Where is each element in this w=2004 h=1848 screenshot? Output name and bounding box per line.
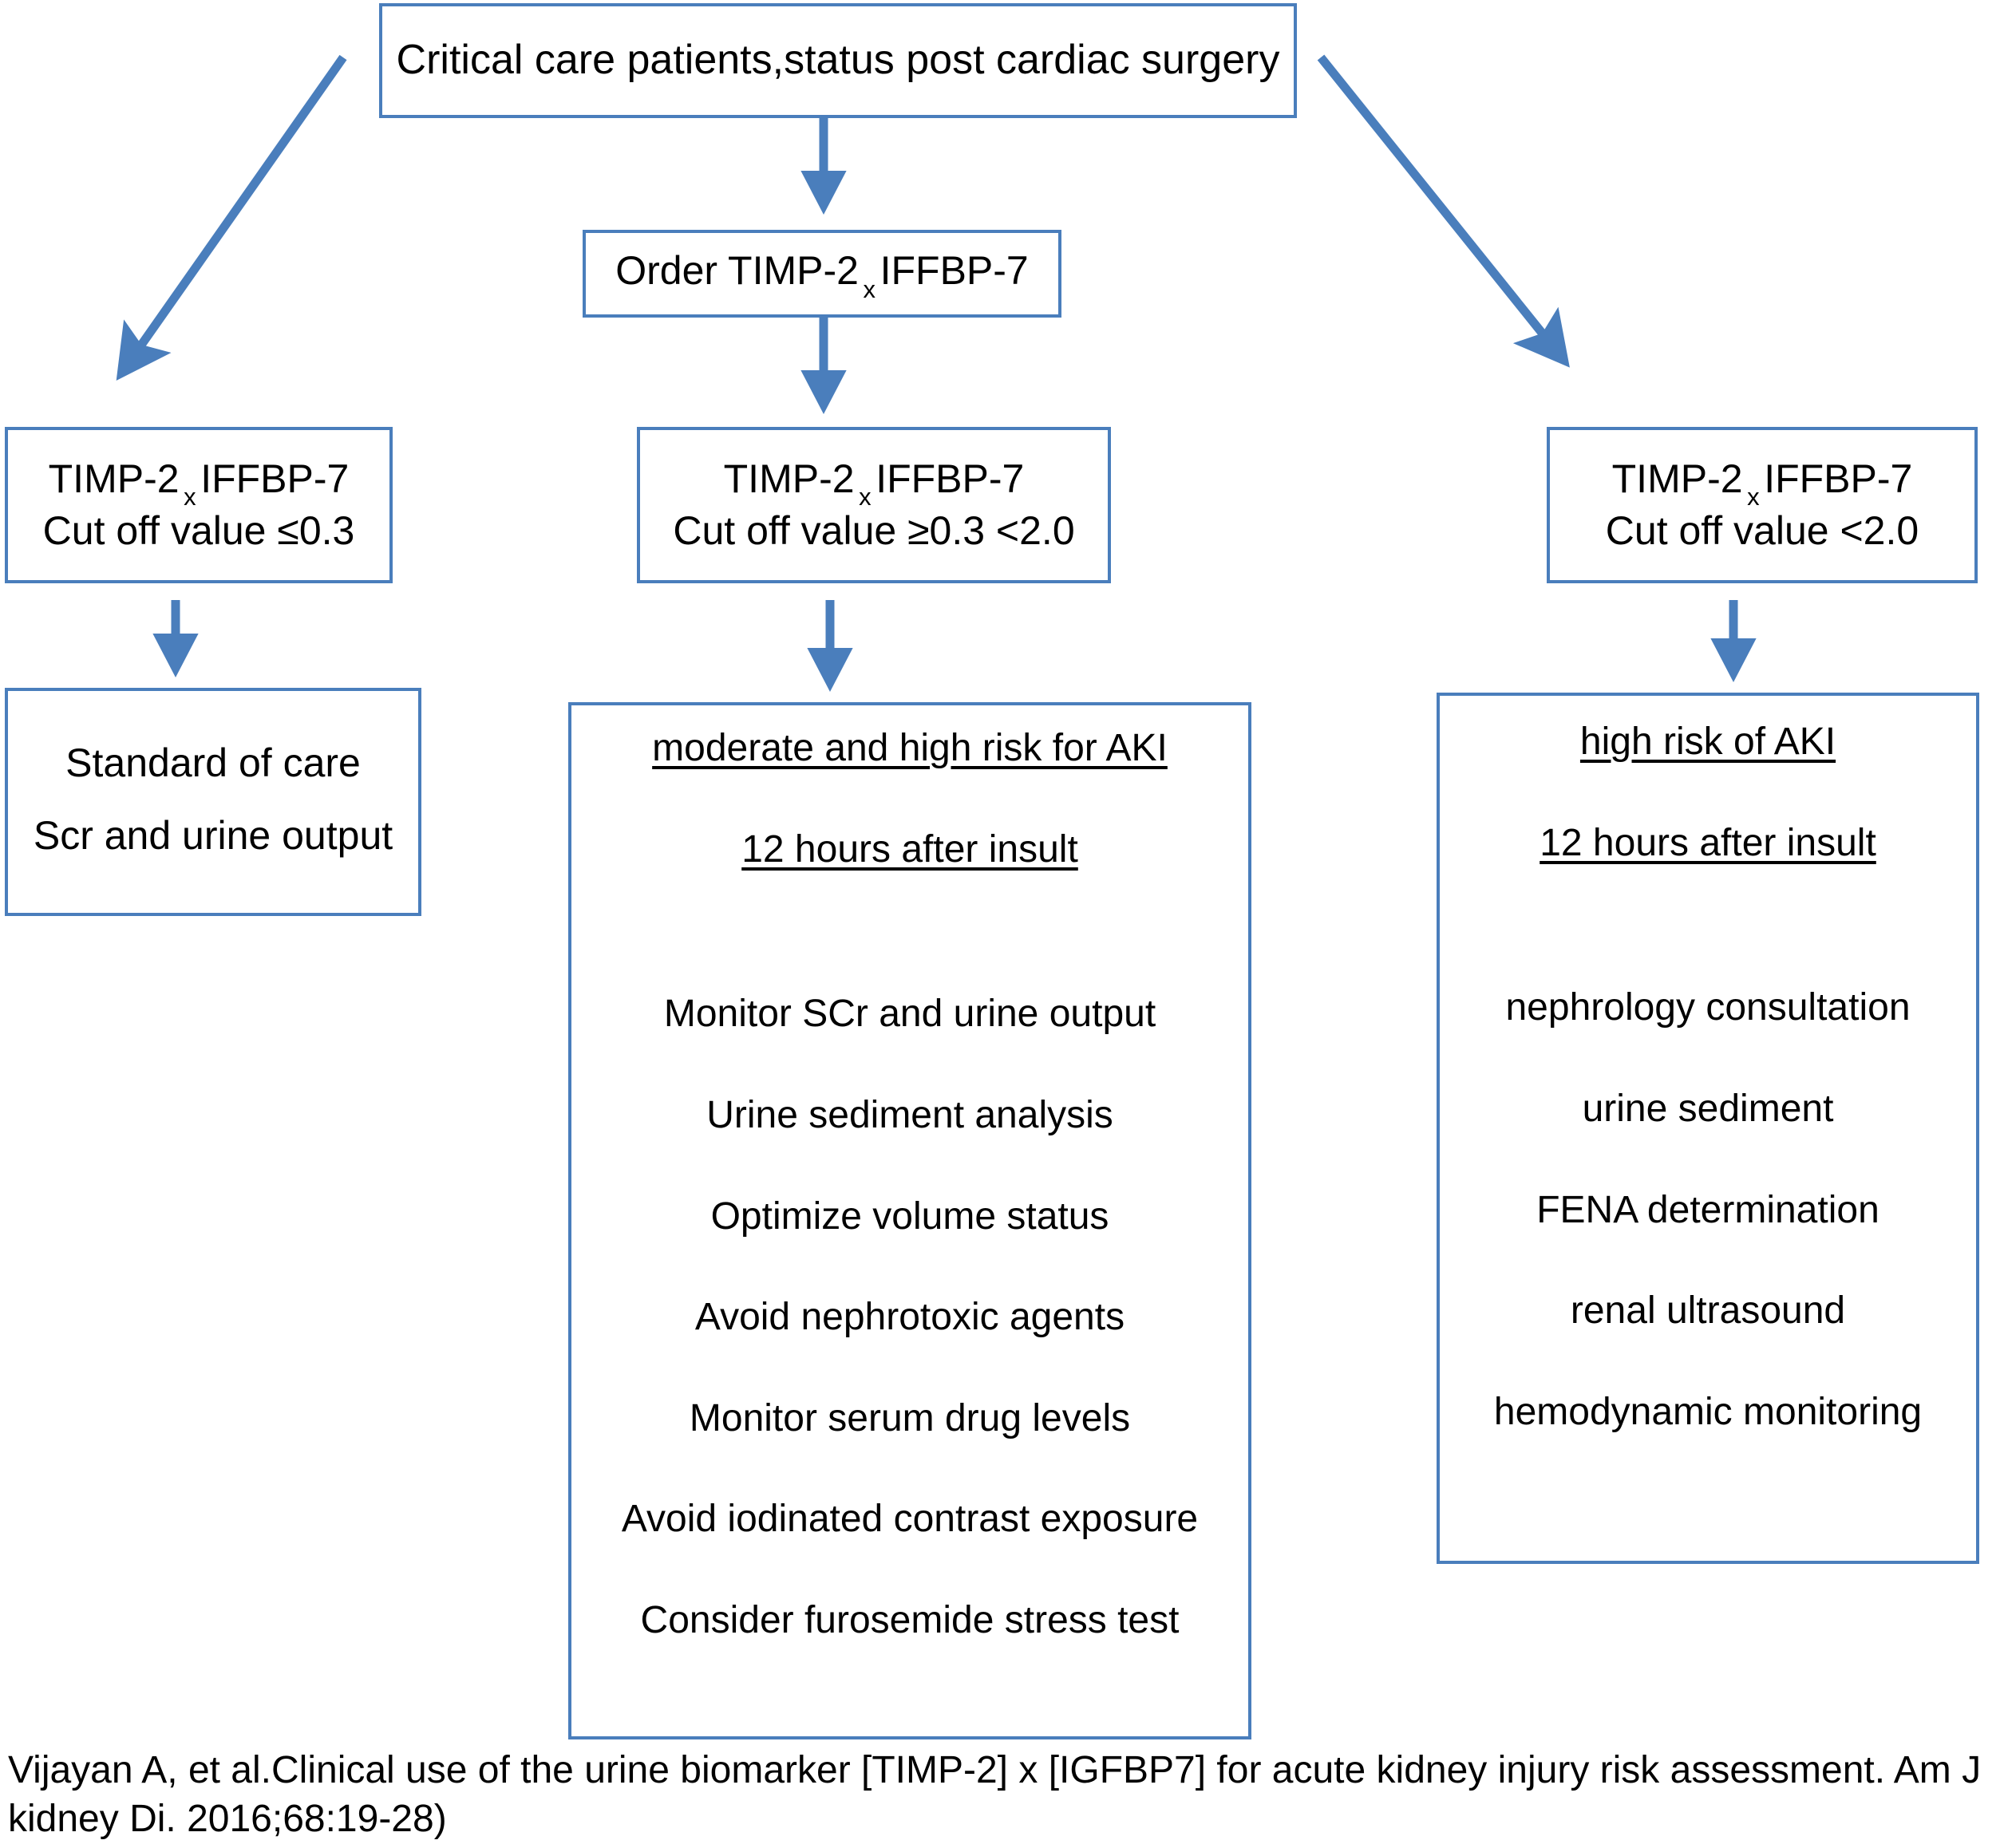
scr-urine-output-label: Scr and urine output [33, 813, 393, 859]
node-mid-cutoff: Cut off value ≥0.3 <2.0 [673, 508, 1075, 554]
high-actions-header: high risk of AKI [1579, 721, 1836, 763]
edge-root-to-low [116, 54, 347, 381]
list-item: renal ultrasound [1570, 1289, 1846, 1333]
list-item: Monitor serum drug levels [689, 1396, 1131, 1439]
node-moderate-high-risk-actions[interactable]: moderate and high risk for AKI 12 hours … [568, 702, 1251, 1739]
high-actions-timing: 12 hours after insult [1540, 821, 1876, 864]
mid-actions-timing: 12 hours after insult [741, 827, 1078, 871]
list-item: Avoid iodinated contrast exposure [621, 1498, 1199, 1541]
node-root-label: Critical care patients,status post cardi… [396, 37, 1280, 84]
list-item: Avoid nephrotoxic agents [694, 1296, 1125, 1339]
standard-of-care-label: Standard of care [65, 740, 361, 785]
node-standard-of-care[interactable]: Standard of care Scr and urine output [5, 688, 421, 916]
high-assay-operator: x [1747, 483, 1760, 511]
order-operator: x [863, 274, 876, 303]
low-assay-suffix: IFFBP-7 [200, 456, 350, 501]
list-item: hemodynamic monitoring [1493, 1390, 1923, 1433]
order-suffix: IFFBP-7 [879, 248, 1029, 294]
edge-root-to-high [1317, 54, 1570, 368]
citation: Vijayan A, et al.Clinical use of the uri… [8, 1746, 1995, 1844]
list-item: Consider furosemide stress test [640, 1599, 1180, 1641]
list-item: FENA determination [1536, 1188, 1879, 1231]
node-critical-care-patients[interactable]: Critical care patients,status post cardi… [379, 3, 1297, 118]
citation-line-2: kidney Di. 2016;68:19-28) [8, 1798, 447, 1841]
node-high-risk-actions[interactable]: high risk of AKI 12 hours after insult n… [1437, 693, 1979, 1564]
low-assay-operator: x [184, 483, 196, 511]
list-item: Urine sediment analysis [706, 1093, 1113, 1136]
citation-line-1: Vijayan A, et al.Clinical use of the uri… [8, 1749, 1982, 1791]
mid-assay-operator: x [859, 483, 872, 511]
high-assay-prefix: TIMP-2 [1611, 456, 1743, 501]
list-item: urine sediment [1582, 1087, 1834, 1130]
high-assay-suffix: IFFBP-7 [1764, 456, 1913, 501]
low-assay-prefix: TIMP-2 [48, 456, 180, 501]
node-low-cutoff: Cut off value ≤0.3 [42, 508, 355, 554]
order-prefix: Order TIMP-2 [615, 248, 859, 294]
list-item: nephrology consultation [1505, 986, 1911, 1029]
mid-assay-suffix: IFFBP-7 [876, 456, 1025, 501]
mid-actions-header: moderate and high risk for AKI [652, 727, 1168, 769]
list-item: Monitor SCr and urine output [663, 993, 1156, 1036]
node-high-cutoff: Cut off value <2.0 [1605, 508, 1919, 554]
list-item: Optimize volume status [710, 1194, 1109, 1238]
mid-assay-prefix: TIMP-2 [723, 456, 855, 501]
